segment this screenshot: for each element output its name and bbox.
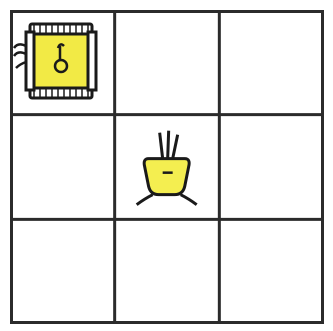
board-cell-r1-c0[interactable] xyxy=(10,115,115,220)
board-grid xyxy=(10,10,324,324)
robot-machine-piece[interactable] xyxy=(14,24,96,98)
board-cell-r0-c2[interactable] xyxy=(219,10,324,115)
robot-machine-icon xyxy=(14,24,96,98)
board-cell-r2-c1[interactable] xyxy=(115,219,220,324)
board-cell-r0-c1[interactable] xyxy=(115,10,220,115)
game-board xyxy=(10,10,324,324)
board-cell-r2-c0[interactable] xyxy=(10,219,115,324)
board-cell-r1-c2[interactable] xyxy=(219,115,324,220)
board-cell-r2-c2[interactable] xyxy=(219,219,324,324)
